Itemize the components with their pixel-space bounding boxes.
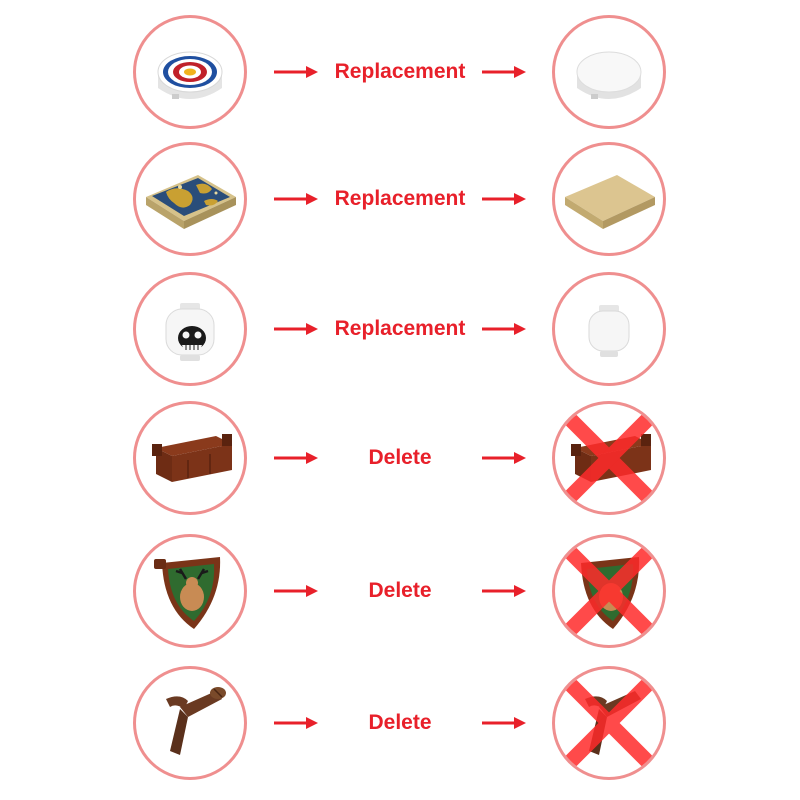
action-label: Replacement [334,317,466,340]
action-label: Delete [368,579,432,602]
row-2: Replacement [0,142,800,262]
arrow-icon [272,401,320,515]
arrow-icon [272,534,320,648]
brown-crate-icon [133,401,247,515]
plain-head-icon [552,272,666,386]
cross-icon [557,539,661,643]
action-label: Delete [368,446,432,469]
arrow-icon [480,15,528,129]
map-tile-icon [133,142,247,256]
arrow-icon [480,534,528,648]
cross-icon [557,671,661,775]
row-4: Delete [0,401,800,521]
arrow-icon [480,401,528,515]
arrow-icon [272,15,320,129]
arrow-icon [480,272,528,386]
row-3: Replacement [0,272,800,392]
arrow-icon [480,666,528,780]
plain-round-tile-icon [552,15,666,129]
arrow-icon [480,142,528,256]
deer-shield-icon [133,534,247,648]
row-6: Delete [0,666,800,786]
action-label: Replacement [334,60,466,83]
plain-tan-tile-icon [552,142,666,256]
crossed-out-shield-icon [552,534,666,648]
row-1: Replacement [0,15,800,135]
cross-icon [557,406,661,510]
quiver-icon [133,666,247,780]
arrow-icon [272,272,320,386]
action-label: Replacement [334,187,466,210]
row-5: Delete [0,534,800,654]
arrow-icon [272,666,320,780]
arrow-icon [272,142,320,256]
target-tile-icon [133,15,247,129]
crossed-out-quiver-icon [552,666,666,780]
skull-head-icon [133,272,247,386]
crossed-out-crate-icon [552,401,666,515]
action-label: Delete [368,711,432,734]
